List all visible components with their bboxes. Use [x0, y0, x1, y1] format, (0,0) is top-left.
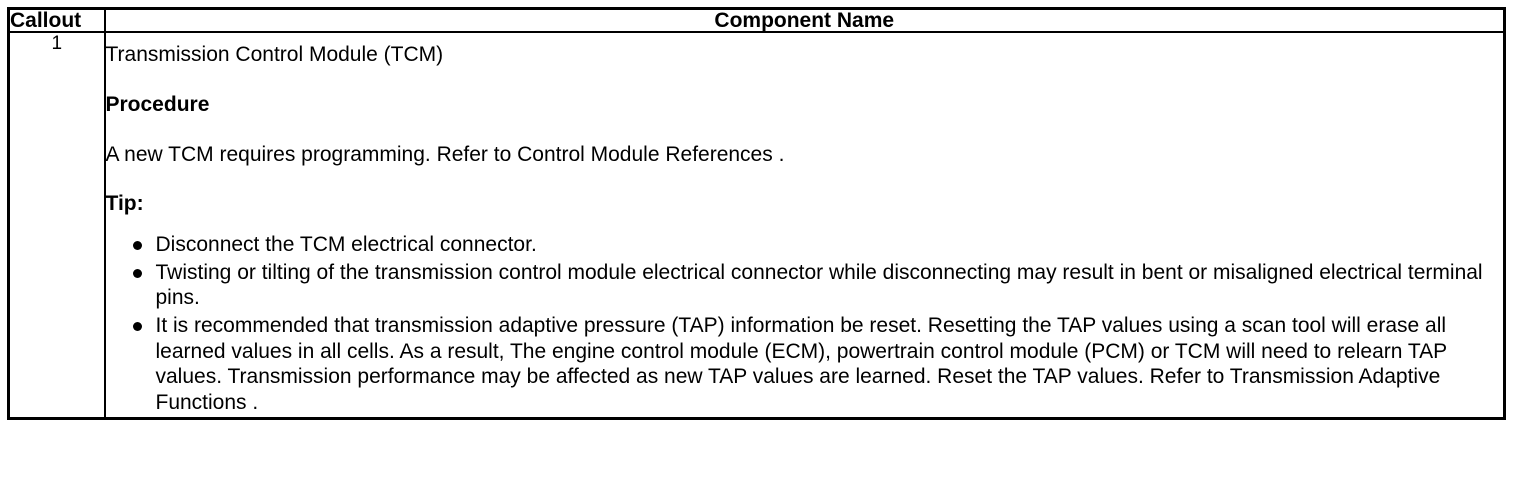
list-item: Disconnect the TCM electrical connector. — [106, 232, 1504, 258]
tip-list: Disconnect the TCM electrical connector.… — [106, 232, 1504, 415]
component-detail-cell: Transmission Control Module (TCM) Proced… — [103, 31, 1506, 420]
component-specification-table: Callout Component Name 1 Transmission Co… — [7, 7, 1506, 421]
list-item-text: It is recommended that transmission adap… — [155, 313, 1447, 414]
list-item-text: Twisting or tilting of the transmission … — [155, 260, 1483, 310]
table-header: Callout Component Name — [7, 7, 1506, 33]
table-row: 1 Transmission Control Module (TCM) Proc… — [7, 31, 1506, 420]
list-item: Twisting or tilting of the transmission … — [106, 260, 1504, 311]
bullet-icon — [132, 241, 142, 251]
list-item: It is recommended that transmission adap… — [106, 313, 1504, 415]
column-header-callout: Callout — [7, 7, 106, 33]
column-header-component-name: Component Name — [103, 7, 1506, 33]
component-title: Transmission Control Module (TCM) — [105, 43, 444, 66]
table-header-row: Callout Component Name — [7, 7, 1506, 33]
table-body: 1 Transmission Control Module (TCM) Proc… — [7, 31, 1506, 420]
bullet-icon — [132, 321, 142, 331]
tip-heading: Tip: — [105, 192, 144, 216]
procedure-heading: Procedure — [105, 92, 210, 116]
list-item-text: Disconnect the TCM electrical connector. — [155, 233, 537, 257]
procedure-text: A new TCM requires programming. Refer to… — [105, 142, 785, 166]
bullet-icon — [132, 268, 142, 278]
callout-number-cell: 1 — [7, 31, 106, 420]
